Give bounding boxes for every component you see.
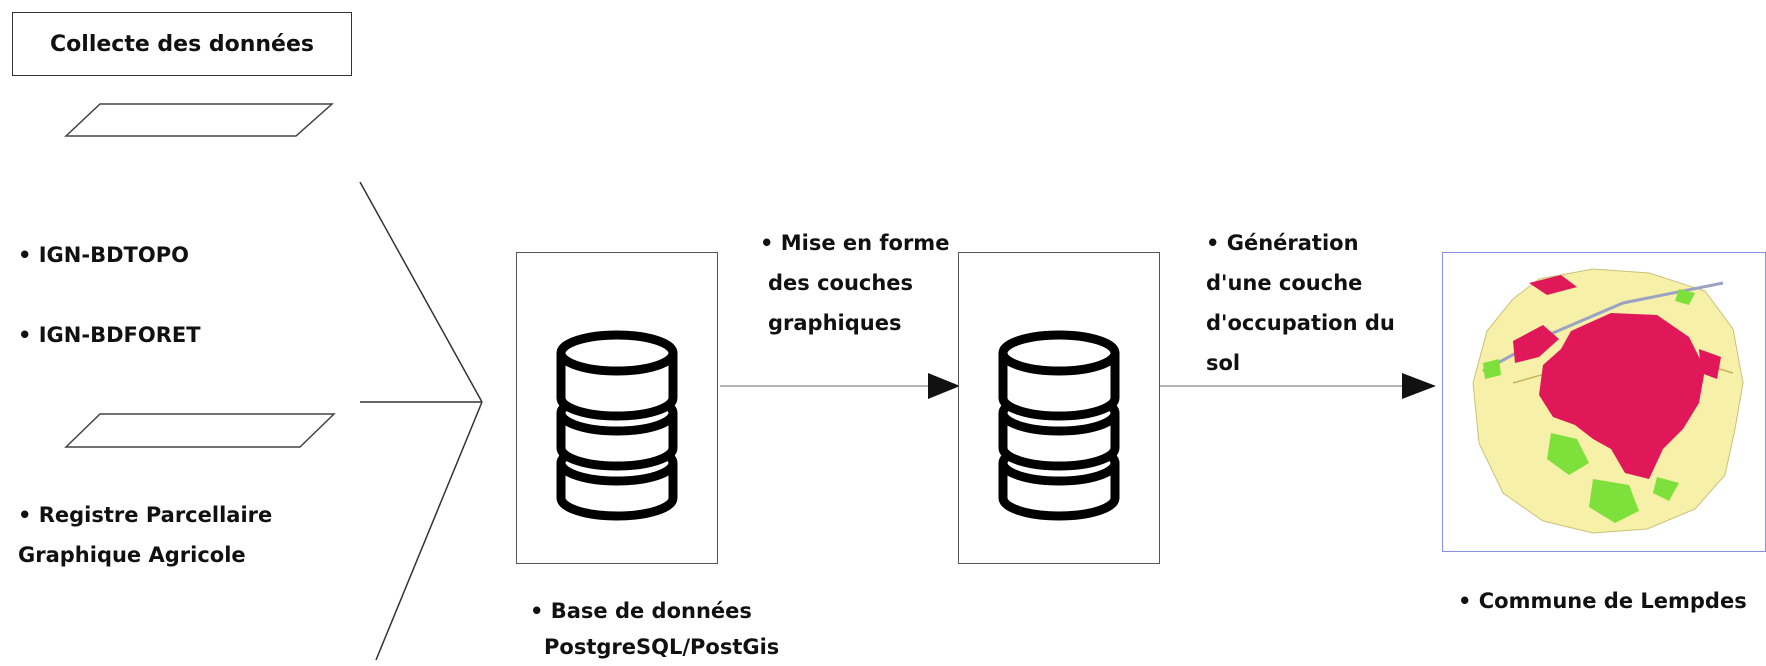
step1-line2: des couches bbox=[768, 271, 914, 295]
arrow-right-icon bbox=[928, 373, 960, 399]
step2-line4: sol bbox=[1206, 351, 1241, 375]
source-rpg-line2: Graphique Agricole bbox=[18, 543, 246, 567]
data-input-parallelogram bbox=[64, 413, 336, 448]
map-urban-area bbox=[1699, 349, 1721, 379]
collecte-title-box: Collecte des données bbox=[12, 12, 352, 76]
map-green-area bbox=[1547, 433, 1589, 475]
database-box-1 bbox=[516, 252, 718, 564]
database-label-line2: PostgreSQL/PostGis bbox=[544, 635, 780, 659]
database-icon bbox=[998, 330, 1120, 521]
source-bdforet: • IGN-BDFORET bbox=[18, 323, 201, 347]
step1-line1: • Mise en forme bbox=[760, 231, 950, 255]
database-icon bbox=[556, 330, 678, 521]
collecte-title: Collecte des données bbox=[50, 31, 314, 57]
map-green-area bbox=[1589, 479, 1639, 523]
map-urban-area bbox=[1539, 313, 1705, 479]
step2-line3: d'occupation du bbox=[1206, 311, 1395, 335]
data-input-parallelogram bbox=[64, 103, 334, 137]
funnel-line-top bbox=[359, 181, 483, 403]
source-bdtopo: • IGN-BDTOPO bbox=[18, 243, 189, 267]
map-green-area bbox=[1483, 359, 1501, 379]
map-green-area bbox=[1653, 477, 1679, 501]
arrow-right-icon bbox=[1402, 373, 1436, 399]
step2-line2: d'une couche bbox=[1206, 271, 1363, 295]
source-rpg-line1: • Registre Parcellaire bbox=[18, 503, 273, 527]
result-map-box bbox=[1442, 252, 1766, 552]
step2-line1: • Génération bbox=[1206, 231, 1359, 255]
funnel-line-bottom bbox=[375, 401, 483, 661]
map-thumbnail bbox=[1472, 268, 1744, 534]
map-urban-area bbox=[1513, 325, 1559, 363]
result-label: • Commune de Lempdes bbox=[1458, 589, 1747, 613]
map-urban-area bbox=[1529, 275, 1577, 295]
map-green-area bbox=[1675, 289, 1695, 305]
database-box-2 bbox=[958, 252, 1160, 564]
database-label-line1: • Base de données bbox=[530, 599, 752, 623]
step1-line3: graphiques bbox=[768, 311, 902, 335]
